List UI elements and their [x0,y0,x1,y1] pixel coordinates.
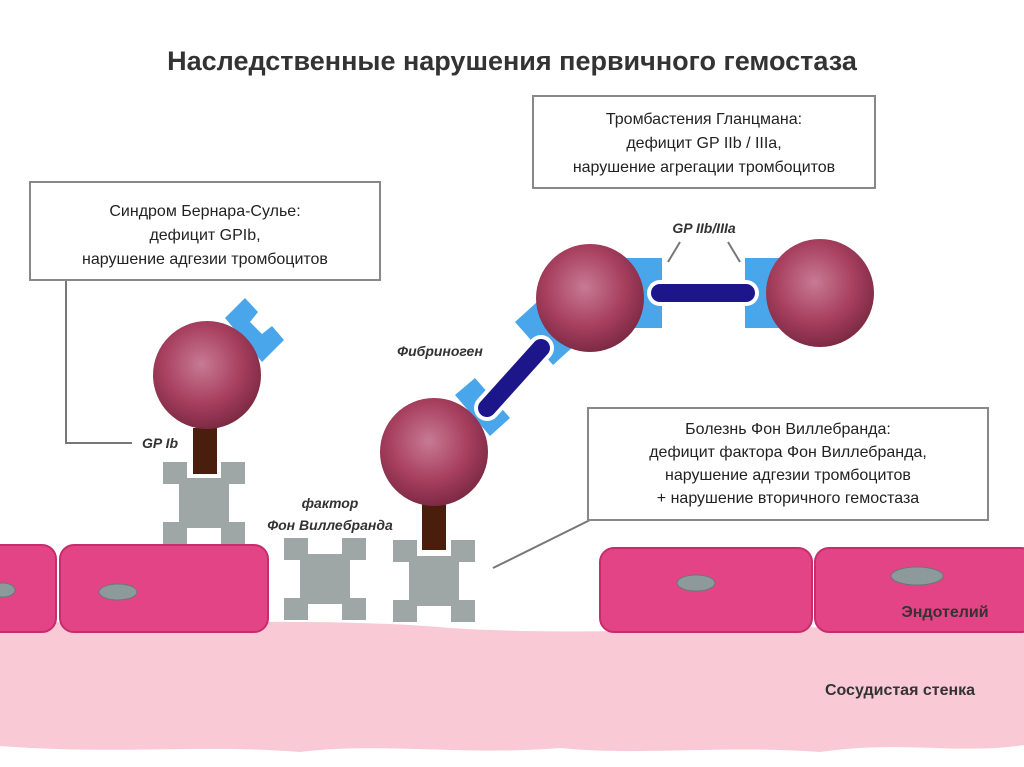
svg-text:+ нарушение вторичного гемоста: + нарушение вторичного гемостаза [657,490,920,507]
vwf-free-icon [284,538,366,620]
svg-text:нарушение адгезии тромбоцитов: нарушение адгезии тромбоцитов [665,467,911,484]
gp-iib-iiia-label: GP IIb/IIIa [672,220,735,236]
vwf-label-2: Фон Виллебранда [267,517,393,533]
endothelium-label: Эндотелий [901,604,988,621]
svg-text:Тромбастения Гланцмана:: Тромбастения Гланцмана: [606,111,802,128]
svg-text:Синдром Бернара-Сулье:: Синдром Бернара-Сулье: [109,203,300,220]
platelet-adhesion [153,298,284,544]
platelet-icon [153,321,261,429]
svg-text:Болезнь Фон Виллебранда:: Болезнь Фон Виллебранда: [685,421,891,438]
fibrinogen-icon [478,339,550,417]
svg-text:нарушение агрегации тромбоцито: нарушение агрегации тромбоцитов [573,159,835,176]
platelet-aggregation-2 [474,239,874,421]
platelet-icon [536,244,644,352]
svg-text:дефицит GPIb,: дефицит GPIb, [149,227,260,244]
bernard-connector [65,280,132,444]
page-title: Наследственные нарушения первичного гемо… [167,46,858,76]
gp-ib-stalk [193,428,217,474]
fibrinogen-label: Фибриноген [397,343,483,359]
vwf-label-1: фактор [302,495,359,511]
receptor-icon [225,298,284,362]
vwf-bound-icon [163,462,245,544]
willebrand-connector [492,519,591,569]
von-willebrand-box: Болезнь Фон Виллебранда: дефицит фактора… [587,407,989,521]
platelet-icon [766,239,874,347]
platelet-icon [380,398,488,506]
gp-iib-iiia-pointer [667,241,741,263]
endothelium [0,544,1024,633]
glanzmann-box: Тромбастения Гланцмана: дефицит GP IIb /… [532,95,876,189]
gp-ib-label: GP Ib [142,435,178,451]
svg-text:нарушение адгезии тромбоцитов: нарушение адгезии тромбоцитов [82,251,328,268]
vwf-bound-icon [393,540,475,622]
svg-text:дефицит фактора Фон Виллебранд: дефицит фактора Фон Виллебранда, [649,444,927,461]
svg-text:дефицит GP IIb / IIIa,: дефицит GP IIb / IIIa, [626,135,781,152]
vessel-wall [0,620,1024,752]
vessel-wall-label: Сосудистая стенка [825,682,975,699]
gp-ib-stalk [422,500,446,550]
receptor-icon [515,302,575,365]
bernard-soulier-box: Синдром Бернара-Сулье: дефицит GPIb, нар… [29,181,381,281]
